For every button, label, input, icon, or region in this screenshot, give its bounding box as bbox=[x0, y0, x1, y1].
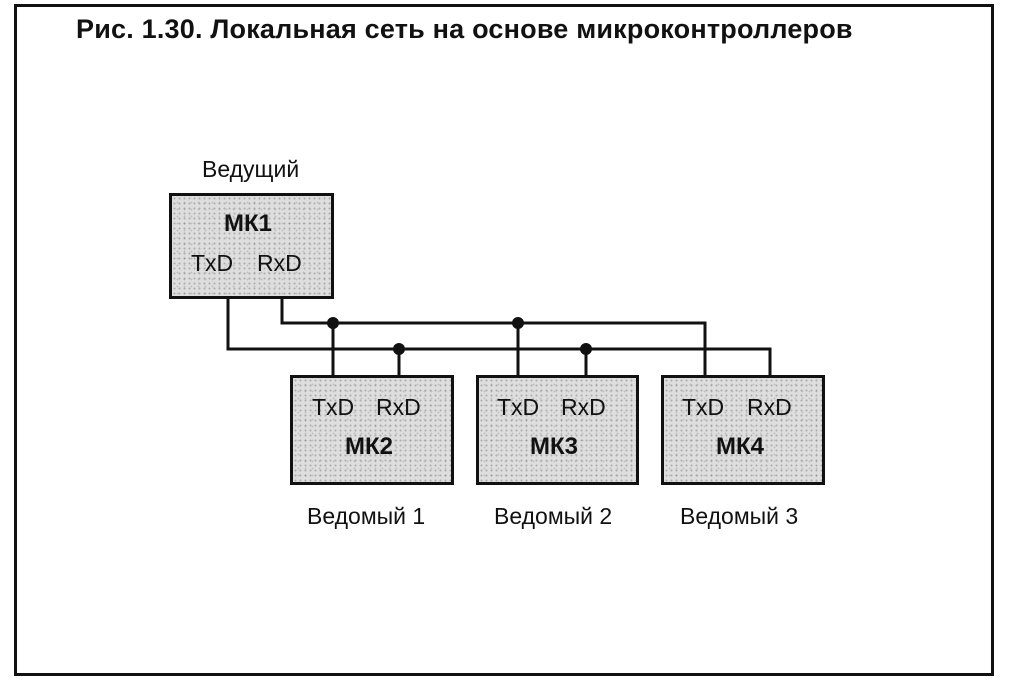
mk2-name: МК2 bbox=[345, 433, 393, 460]
mk1-box bbox=[169, 193, 334, 299]
mk4-role-label: Ведомый 3 bbox=[680, 503, 799, 529]
mk3-role-label: Ведомый 2 bbox=[494, 503, 613, 529]
mk3-rxd-label: RxD bbox=[561, 394, 606, 420]
junction-dot bbox=[512, 317, 524, 329]
mk3-name: МК3 bbox=[530, 433, 578, 460]
master-role-label: Ведущий bbox=[202, 156, 300, 182]
mk3-txd-label: TxD bbox=[497, 394, 540, 420]
mk2-role-label: Ведомый 1 bbox=[307, 503, 426, 529]
mk1-name: МК1 bbox=[224, 210, 272, 237]
master-txd-bus bbox=[226, 297, 772, 378]
junction-dot bbox=[327, 317, 339, 329]
mk2-box bbox=[290, 375, 454, 485]
mk4-rxd-label: RxD bbox=[747, 394, 792, 420]
junction-dot bbox=[580, 343, 592, 355]
mk1-rxd-label: RxD bbox=[257, 250, 302, 276]
mk2-rxd-label: RxD bbox=[376, 394, 421, 420]
mk2-txd-label: TxD bbox=[312, 394, 355, 420]
master-rxd-bus bbox=[280, 297, 707, 378]
mk4-txd-label: TxD bbox=[682, 394, 725, 420]
figure-title: Рис. 1.30. Локальная сеть на основе микр… bbox=[76, 14, 853, 44]
mk4-name: МК4 bbox=[716, 433, 764, 460]
mk1-txd-label: TxD bbox=[191, 250, 234, 276]
figure-frame bbox=[14, 4, 994, 676]
junction-dot bbox=[393, 343, 405, 355]
mk4-box bbox=[661, 375, 825, 485]
mk3-box bbox=[476, 375, 639, 485]
